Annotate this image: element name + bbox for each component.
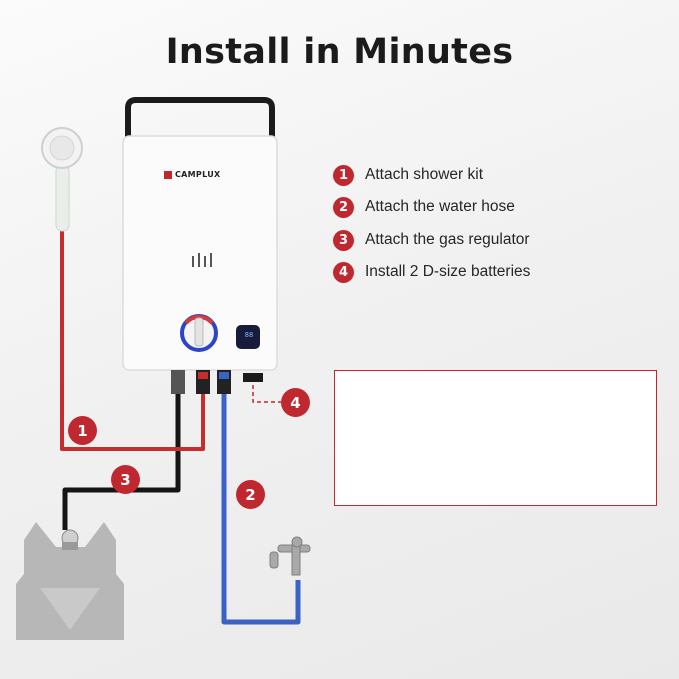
step-item: 1 Attach shower kit: [333, 163, 483, 187]
digital-display: [236, 325, 260, 349]
step-item: 3 Attach the gas regulator: [333, 228, 530, 252]
shower-hose-badge: 1: [68, 416, 97, 445]
step-text: Attach the water hose: [365, 198, 515, 215]
step-number: 2: [333, 196, 354, 218]
temperature-knob: [180, 314, 218, 352]
shower-head-icon: [41, 127, 83, 232]
display-readout: 88: [244, 331, 254, 339]
gas-hose-badge: 3: [111, 465, 140, 494]
step-number: 4: [333, 261, 354, 283]
brand-label: CAMPLUX: [175, 170, 221, 179]
step-text: Install 2 D-size batteries: [365, 263, 531, 280]
brand-logo-icon: [164, 171, 172, 179]
step-item: 4 Install 2 D-size batteries: [333, 260, 530, 284]
heater-handle: [125, 97, 275, 145]
shower-hose: [60, 228, 205, 451]
step-text: Attach the gas regulator: [365, 231, 530, 248]
step-item: 2 Attach the water hose: [333, 195, 515, 219]
accessories-box: [334, 370, 657, 506]
step-number: 3: [333, 229, 354, 251]
step-number: 1: [333, 164, 354, 186]
gas-hose: [62, 388, 181, 530]
battery-compartment: [243, 373, 263, 382]
vent-icon: [192, 253, 212, 267]
water-hose-badge: 2: [236, 480, 265, 509]
gas-tank-icon: [16, 522, 124, 640]
manual-brand: CAMPLUX: [568, 398, 585, 402]
water-hose: [221, 388, 301, 625]
faucet-icon: [269, 536, 311, 576]
user-manual: CAMPLUX USER MANUAL: [562, 394, 626, 484]
manual-title: USER MANUAL: [569, 414, 619, 421]
battery-badge: 4: [281, 388, 310, 417]
page-title: Install in Minutes: [165, 32, 514, 72]
gas-inlet: [171, 370, 185, 394]
battery-connector: [252, 378, 281, 403]
step-text: Attach shower kit: [365, 166, 484, 183]
